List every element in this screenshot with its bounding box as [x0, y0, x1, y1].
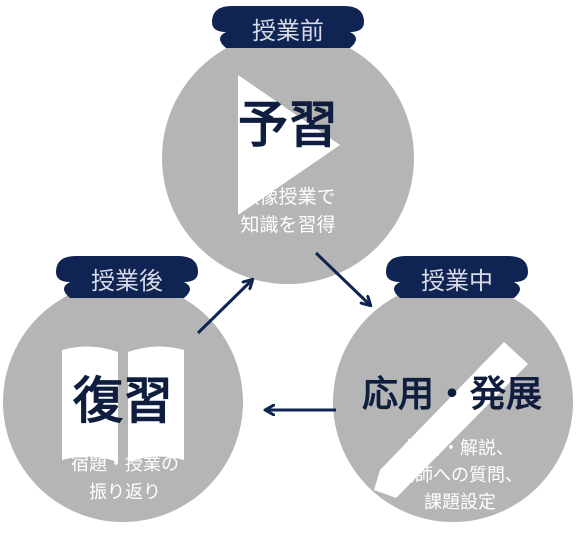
stage-before-description-line-2: 知識を習得 [240, 214, 335, 236]
stage-after-title: 復習 [72, 371, 173, 430]
arrow-after-to-before [196, 280, 252, 335]
arrow-before-to-during [314, 251, 370, 305]
stage-after-description-line-1: 宿題・授業の [71, 454, 179, 475]
stage-after: 授業後 復習 宿題・授業の 振り返り [3, 256, 243, 522]
stage-before-title: 予習 [238, 95, 338, 154]
book-icon [62, 346, 184, 462]
stage-during-badge-label: 授業中 [421, 267, 493, 295]
play-icon [238, 75, 340, 215]
stage-after-circle [3, 282, 243, 522]
stage-during-badge: 授業中 [386, 256, 528, 298]
stage-after-badge: 授業後 [56, 256, 198, 298]
stage-during-description-line-1: 演習・解説、 [406, 438, 514, 459]
stage-during: 授業中 応用・発展 演習・解説、 講師への質問、 課題設定 [333, 256, 573, 522]
stage-after-description-line-2: 振り返り [89, 482, 161, 503]
stage-during-description-line-3: 課題設定 [424, 492, 496, 513]
pencil-icon [374, 342, 528, 498]
stage-before: 授業前 予習 映像授業で 知識を習得 [162, 6, 414, 284]
stage-during-description-line-2: 講師への質問、 [397, 465, 523, 486]
stage-during-title: 応用・発展 [362, 373, 542, 415]
stage-before-badge-label: 授業前 [252, 17, 324, 45]
stage-before-badge: 授業前 [212, 6, 364, 48]
stage-after-badge-label: 授業後 [91, 267, 163, 295]
stage-before-description-line-1: 映像授業で [240, 186, 335, 208]
